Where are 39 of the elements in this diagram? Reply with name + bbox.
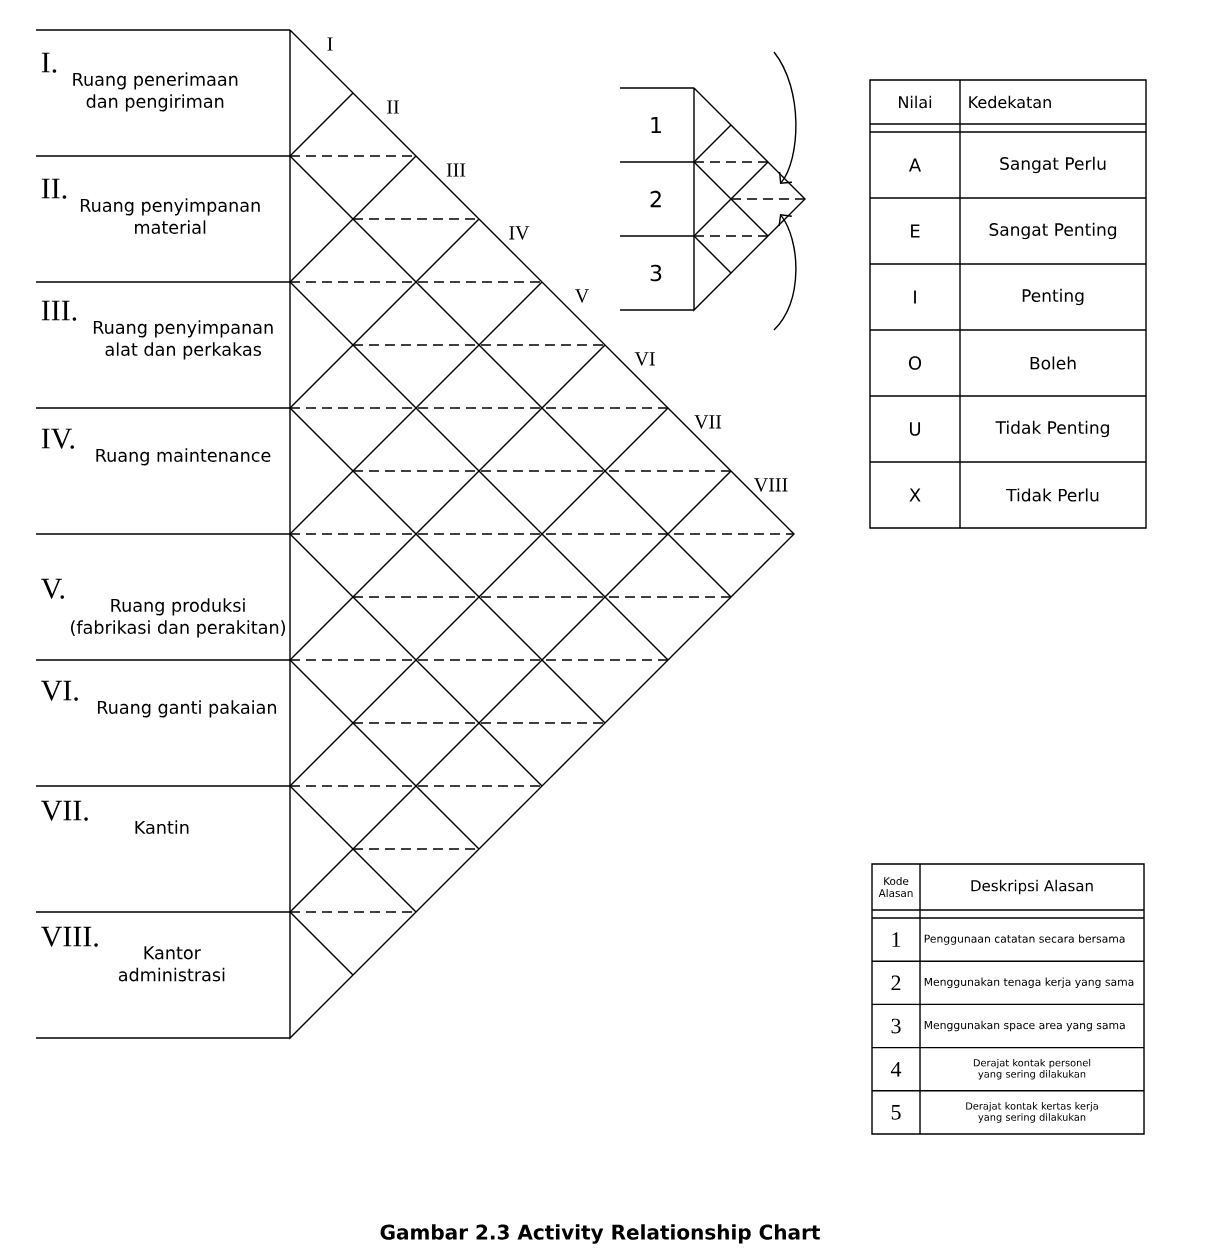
table-entry: Boleh — [1030, 356, 1076, 370]
column-numeral: VII — [694, 415, 722, 429]
department-label: V. Ruang produksi (fabrikasi dan perakitan) — [41, 578, 285, 638]
department-label: VII. Kantin — [41, 800, 189, 834]
column-numeral: II — [387, 100, 399, 114]
department-label: VI. Ruang ganti pakaian — [41, 680, 277, 718]
table-header: Nilai — [899, 95, 932, 109]
department-label: I. Ruang penerimaan dan pengiriman — [41, 52, 238, 112]
department-label: II. Ruang penyimpanan material — [41, 178, 260, 234]
table-entry: A — [909, 158, 921, 172]
column-numeral: VIII — [754, 478, 788, 492]
table-entry: Sangat Perlu — [1000, 156, 1106, 174]
table-entry: I — [914, 290, 916, 304]
row-number: 1 — [651, 117, 661, 133]
table-entry: Tidak Penting — [995, 420, 1109, 438]
table-entry: Sangat Penting — [989, 222, 1117, 240]
column-numeral: IV — [509, 226, 530, 240]
column-numeral: V — [575, 289, 589, 303]
caption: Gambar 2.3 Activity Relationship Chart — [380, 1224, 820, 1244]
column-numeral: III — [446, 163, 466, 177]
table-entry: 3 — [891, 1018, 901, 1034]
table-header: Kedekatan — [969, 95, 1051, 109]
department-label: III. Ruang penyimpanan alat dan perkakas — [41, 300, 273, 360]
department-label: VIII. Kantor administrasi — [41, 926, 225, 982]
table-entry: 1 — [892, 932, 901, 947]
table-entry: Penting — [1022, 288, 1084, 306]
table-entry: 5 — [891, 1105, 901, 1120]
table-entry: X — [909, 488, 921, 502]
table-entry: 2 — [891, 975, 901, 991]
table-entry: O — [908, 356, 922, 370]
column-numeral: I — [327, 37, 333, 51]
table-entry: Tidak Perlu — [1006, 488, 1099, 502]
row-number: 3 — [650, 264, 662, 282]
table-entry: U — [910, 422, 921, 436]
row-number: 2 — [650, 190, 661, 208]
department-label: IV. Ruang maintenance — [41, 428, 271, 466]
table-entry: 4 — [890, 1062, 902, 1077]
column-numeral: VI — [634, 352, 655, 366]
table-entry: E — [911, 224, 920, 238]
